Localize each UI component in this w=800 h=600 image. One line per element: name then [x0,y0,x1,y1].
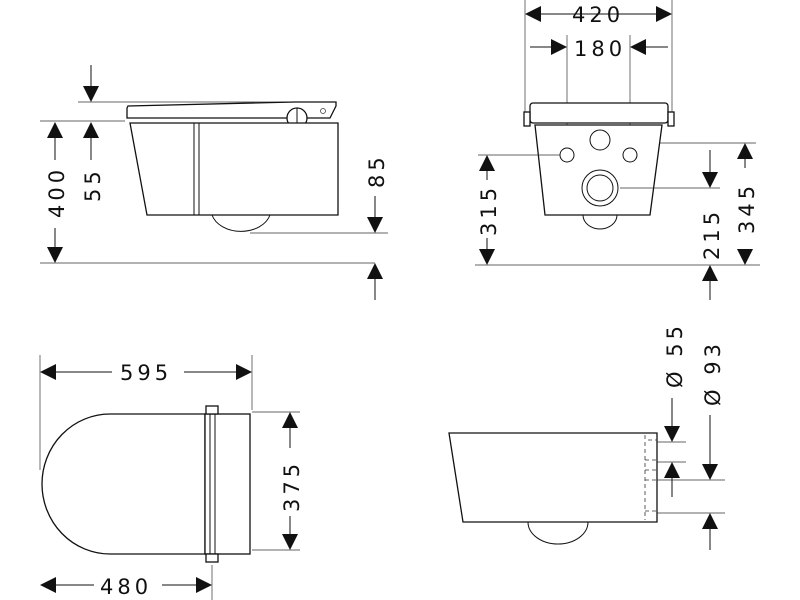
dim-345: 345 [735,182,759,234]
front-view: 420 180 315 215 345 [475,0,760,300]
bowl-body [129,122,339,216]
dim-375: 375 [280,460,304,512]
dim-480: 480 [100,575,152,599]
bowl-top [41,413,206,555]
top-view: 595 375 480 [39,355,304,600]
dim-180: 180 [574,37,626,61]
dim-215: 215 [700,208,724,260]
dim-400: 400 [45,166,69,218]
bowl-section [448,432,658,523]
dim-420: 420 [572,3,624,27]
dim-595: 595 [120,361,172,385]
dim-diameter-93: Ø 93 [701,340,725,406]
seat-lid [126,101,337,119]
dim-315: 315 [477,184,501,236]
side-view: 400 55 85 [40,65,389,300]
dim-diameter-55: Ø 55 [663,322,687,388]
seat-top [204,413,251,555]
section-view: Ø 55 Ø 93 [448,322,725,550]
seat-front [529,102,669,124]
dim-85: 85 [365,153,389,188]
dim-55: 55 [81,167,105,202]
